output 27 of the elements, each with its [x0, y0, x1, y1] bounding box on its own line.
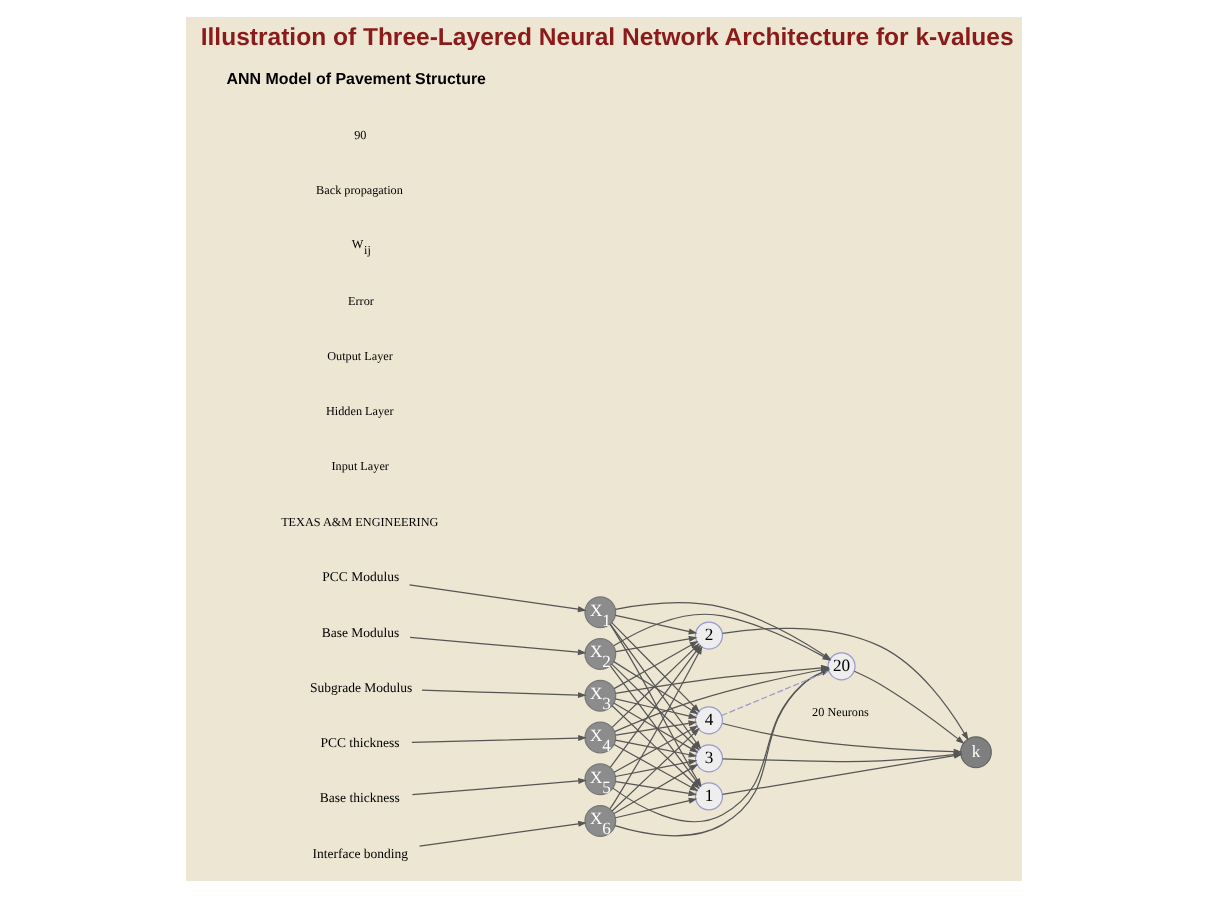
arrow: [613, 614, 697, 635]
arrow: [613, 739, 697, 758]
arrow: [720, 627, 968, 741]
arrow: [721, 722, 962, 755]
node-circle: 20: [826, 652, 855, 681]
connector: [720, 670, 829, 717]
arrow: [614, 720, 697, 736]
arrow: [613, 797, 697, 819]
arrow: [408, 636, 586, 656]
arrow: [852, 670, 964, 744]
node-circle: 1: [693, 782, 723, 811]
arrow: [612, 725, 698, 773]
arrow: [410, 777, 586, 796]
diagram-title: Illustration of Three-Layered Neural Network Architecture for k-values: [199, 23, 1013, 52]
arrow: [417, 820, 586, 847]
arrow: [612, 702, 698, 753]
arrow: [407, 584, 586, 613]
node-circle: 4: [693, 706, 723, 735]
arrow: [613, 759, 697, 778]
arrow: [612, 661, 698, 715]
arrow: [614, 780, 697, 797]
node-circle: 2: [693, 621, 723, 650]
arrow: [410, 735, 586, 743]
node-circle: k: [959, 736, 991, 769]
arrow: [613, 698, 697, 719]
node-circle: 3: [693, 744, 723, 773]
arrow: [420, 689, 586, 699]
